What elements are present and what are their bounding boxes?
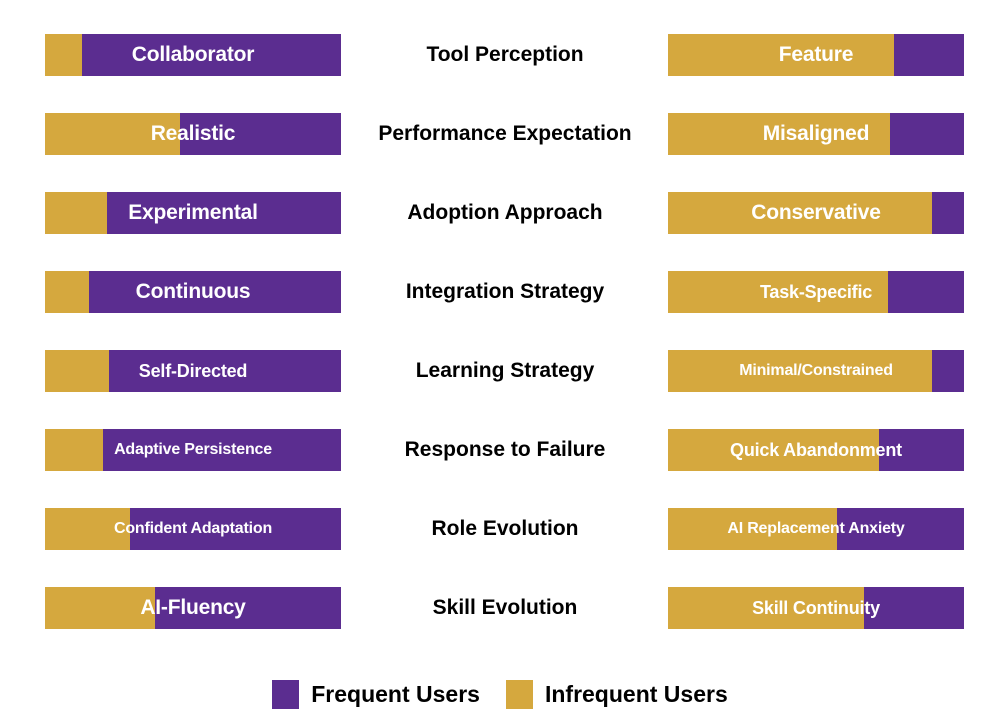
infrequent-users-segment — [45, 34, 82, 76]
frequent-users-segment — [107, 192, 341, 234]
chart-row: Collaborator Tool Perception Feature — [0, 34, 1000, 76]
frequent-swatch-icon — [272, 679, 300, 709]
category-label: Response to Failure — [404, 438, 606, 461]
left-stacked-bar[interactable]: Realistic — [45, 113, 341, 155]
right-stacked-bar[interactable]: Feature — [668, 34, 964, 76]
infrequent-users-segment — [668, 429, 880, 471]
right-stacked-bar[interactable]: Conservative — [668, 192, 964, 234]
category-label: Integration Strategy — [405, 280, 605, 303]
legend-item[interactable]: Infrequent Users — [505, 679, 728, 709]
left-stacked-bar[interactable]: Self-Directed — [45, 350, 341, 392]
chart-row: Confident Adaptation Role Evolution AI Rep… — [0, 508, 1000, 550]
infrequent-users-segment — [45, 350, 109, 392]
frequent-users-segment — [890, 113, 964, 155]
frequent-users-segment — [932, 192, 964, 234]
infrequent-users-segment — [668, 34, 895, 76]
right-stacked-bar[interactable]: Skill Continuity — [668, 587, 964, 629]
left-stacked-bar[interactable]: AI-Fluency — [45, 587, 341, 629]
infrequent-users-segment — [45, 429, 104, 471]
infrequent-users-segment — [668, 271, 888, 313]
frequent-users-segment — [179, 113, 341, 155]
chart-row: Adaptive Persistence Response to Failure Q… — [0, 429, 1000, 471]
right-stacked-bar[interactable]: Minimal/Constrained — [668, 350, 964, 392]
chart-row: Experimental Adoption Approach Conservativ… — [0, 192, 1000, 234]
legend-label: Infrequent Users — [544, 680, 728, 707]
category-label: Tool Perception — [426, 43, 584, 66]
infrequent-users-segment — [45, 271, 90, 313]
category-label: Performance Expectation — [378, 122, 632, 145]
frequent-users-segment — [887, 271, 964, 313]
left-stacked-bar[interactable]: Confident Adaptation — [45, 508, 341, 550]
frequent-users-segment — [894, 34, 964, 76]
infrequent-users-segment — [45, 113, 180, 155]
frequent-users-segment — [103, 429, 341, 471]
infrequent-users-segment — [668, 192, 933, 234]
frequent-users-segment — [863, 587, 964, 629]
frequent-users-segment — [129, 508, 341, 550]
chart-row: AI-Fluency Skill Evolution Skill Continuit… — [0, 587, 1000, 629]
infrequent-users-segment — [668, 587, 864, 629]
left-stacked-bar[interactable]: Continuous — [45, 271, 341, 313]
frequent-users-segment — [89, 271, 341, 313]
left-stacked-bar[interactable]: Experimental — [45, 192, 341, 234]
frequent-users-segment — [879, 429, 964, 471]
infrequent-users-segment — [668, 113, 890, 155]
frequent-users-segment — [108, 350, 341, 392]
left-stacked-bar[interactable]: Collaborator — [45, 34, 341, 76]
category-label: Role Evolution — [431, 517, 579, 540]
category-label: Adoption Approach — [407, 201, 603, 224]
category-label: Learning Strategy — [415, 359, 595, 382]
infrequent-users-segment — [668, 350, 933, 392]
legend-label: Frequent Users — [311, 680, 480, 707]
infrequent-swatch-icon — [505, 679, 533, 709]
right-stacked-bar[interactable]: Task-Specific — [668, 271, 964, 313]
infrequent-users-segment — [45, 192, 108, 234]
chart-row: Realistic Performance Expectation Misalign… — [0, 113, 1000, 155]
right-stacked-bar[interactable]: Misaligned — [668, 113, 964, 155]
infrequent-users-segment — [45, 508, 130, 550]
frequent-users-segment — [837, 508, 964, 550]
chart-legend: Frequent Users Infrequent Users — [0, 668, 1000, 720]
infrequent-users-segment — [45, 587, 156, 629]
infrequent-users-segment — [668, 508, 838, 550]
frequent-users-segment — [155, 587, 341, 629]
legend-item[interactable]: Frequent Users — [272, 679, 480, 709]
right-stacked-bar[interactable]: Quick Abandonment — [668, 429, 964, 471]
chart-row: Self-Directed Learning Strategy Minimal/Co… — [0, 350, 1000, 392]
right-stacked-bar[interactable]: AI Replacement Anxiety — [668, 508, 964, 550]
frequent-users-segment — [82, 34, 341, 76]
chart-row: Continuous Integration Strategy Task-Speci… — [0, 271, 1000, 313]
frequent-users-segment — [932, 350, 964, 392]
category-label: Skill Evolution — [432, 596, 578, 619]
left-stacked-bar[interactable]: Adaptive Persistence — [45, 429, 341, 471]
